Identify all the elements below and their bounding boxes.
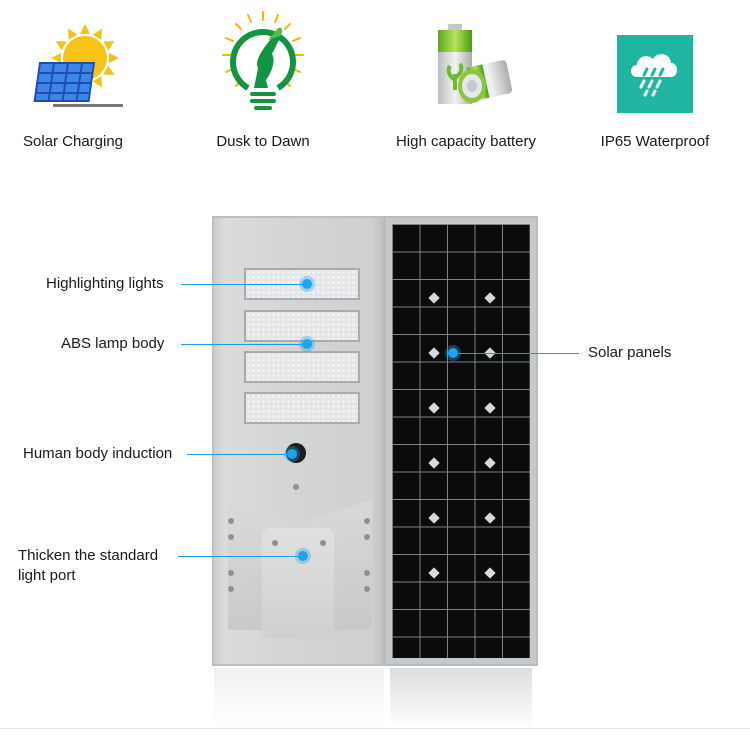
led-module (244, 351, 360, 383)
callout-dot (287, 449, 297, 459)
feature-dusk-to-dawn: Dusk to Dawn (173, 0, 353, 170)
callout-light-port: Thicken the standard light port (18, 546, 158, 586)
callout-human-body-induction: Human body induction (23, 445, 173, 462)
solar-panel-sun-icon (33, 24, 123, 107)
screw (364, 518, 370, 524)
screw (228, 586, 234, 592)
leader-line (181, 344, 305, 345)
green-battery-icon (438, 24, 513, 104)
leader-line (181, 284, 305, 285)
solar-panel (384, 216, 538, 666)
screw (228, 534, 234, 540)
callout-dot (448, 348, 458, 358)
feature-waterproof: IP65 Waterproof (565, 0, 745, 170)
panel-reflection (390, 668, 532, 728)
light-port (262, 528, 334, 638)
feature-solar-charging: Solar Charging (0, 0, 163, 170)
screw (293, 484, 299, 490)
callout-line-2: light port (18, 567, 76, 584)
leader-line (456, 353, 579, 354)
feature-label: High capacity battery (395, 133, 537, 150)
led-module (244, 310, 360, 342)
callout-solar-panels: Solar panels (588, 344, 672, 361)
screw (228, 570, 234, 576)
callout-highlighting-lights: Highlighting lights (46, 275, 164, 292)
screw (228, 518, 234, 524)
rain-cloud-icon (617, 35, 693, 113)
callout-dot (302, 279, 312, 289)
callout-abs-lamp-body: ABS lamp body (61, 335, 165, 352)
feature-label: Solar Charging (22, 133, 124, 150)
feature-battery: High capacity battery (376, 0, 556, 170)
lamp-reflection (214, 668, 384, 728)
led-module (244, 392, 360, 424)
callout-line-1: Thicken the standard (18, 547, 159, 564)
baseline-divider (0, 728, 750, 729)
hand-lightbulb-icon (222, 11, 304, 110)
feature-label: Dusk to Dawn (216, 133, 310, 150)
leader-line (187, 454, 291, 455)
callout-dot (302, 339, 312, 349)
screw (364, 534, 370, 540)
screw (320, 540, 326, 546)
screw (364, 586, 370, 592)
screw (272, 540, 278, 546)
leader-line (178, 556, 302, 557)
screw (364, 570, 370, 576)
solar-cells (392, 224, 530, 658)
feature-label: IP65 Waterproof (600, 133, 710, 150)
callout-dot (298, 551, 308, 561)
